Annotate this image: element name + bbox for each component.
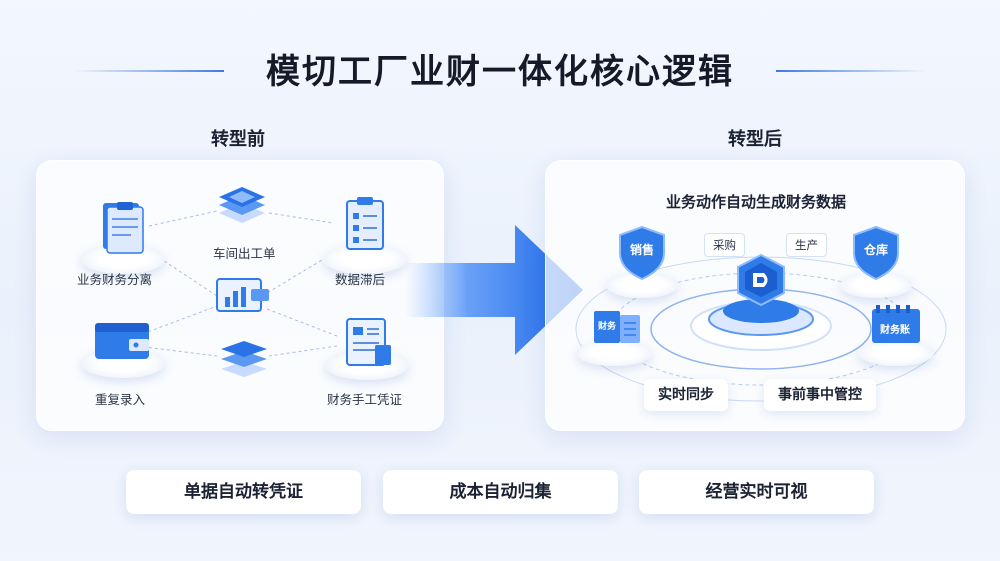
- node-delay-label: 数据滞后: [335, 272, 386, 287]
- transform-arrow-icon: [405, 225, 583, 355]
- sales-shield-icon: [619, 225, 665, 281]
- node-manual-voucher-label: 财务手工凭证: [327, 392, 403, 407]
- before-label: 转型前: [211, 129, 265, 150]
- node-manual-voucher: [317, 311, 413, 391]
- pill-control: 事前事中管控: [764, 379, 876, 411]
- warehouse-shield-label: 仓库: [863, 243, 888, 257]
- node-workorder: [207, 181, 277, 251]
- page-title: 模切工厂业财一体化核心逻辑: [266, 52, 734, 92]
- shield-sales: 销售: [602, 223, 682, 303]
- node-center-db: [217, 337, 271, 383]
- layers-icon: [219, 187, 265, 223]
- title-divider-left: [74, 70, 224, 72]
- benefit-card-cost: 成本自动归集: [383, 470, 618, 514]
- ledger-box-icon: [594, 311, 640, 343]
- before-panel: 业务财务分离 车间出工单 数据滞后: [36, 160, 444, 431]
- core-platform-icon: [737, 253, 785, 307]
- benefit-card-visibility: 经营实时可视: [639, 470, 874, 514]
- benefit-card-voucher: 单据自动转凭证: [126, 470, 361, 514]
- node-delay: [317, 191, 413, 287]
- board-left: 财务: [576, 301, 656, 371]
- chip-production: 生产: [786, 233, 827, 257]
- node-separation: [77, 191, 173, 287]
- node-center-chart: [213, 273, 273, 323]
- title-area: 模切工厂业财一体化核心逻辑: [0, 44, 1000, 100]
- node-reentry-label: 重复录入: [95, 392, 146, 407]
- finance-board-icon: [872, 305, 920, 343]
- title-divider-right: [776, 70, 926, 72]
- board-right-label: 财务账: [880, 325, 910, 336]
- node-workorder-label: 车间出工单: [213, 246, 276, 261]
- board-left-label: 财务: [597, 322, 616, 332]
- after-panel: 业务动作自动生成财务数据 采购 生产 销售 仓库: [545, 160, 965, 431]
- chip-purchase: 采购: [704, 233, 745, 257]
- clipboard-icon: [103, 202, 144, 254]
- wallet-icon: [95, 323, 149, 359]
- sales-shield-label: 销售: [629, 243, 654, 257]
- bar-chart-icon: [216, 278, 269, 312]
- node-separation-label: 业务财务分离: [77, 272, 153, 287]
- database-icon: [221, 341, 267, 377]
- voucher-icon: [346, 318, 391, 366]
- pill-sync: 实时同步: [644, 379, 728, 411]
- warehouse-shield-icon: [853, 225, 899, 281]
- after-label: 转型后: [728, 129, 782, 150]
- checklist-icon: [346, 197, 384, 250]
- shield-warehouse: 仓库: [836, 223, 916, 303]
- hub-rings: [575, 256, 947, 402]
- board-right: 财务账: [854, 301, 938, 371]
- after-headline: 业务动作自动生成财务数据: [665, 193, 846, 211]
- node-reentry: [77, 311, 173, 391]
